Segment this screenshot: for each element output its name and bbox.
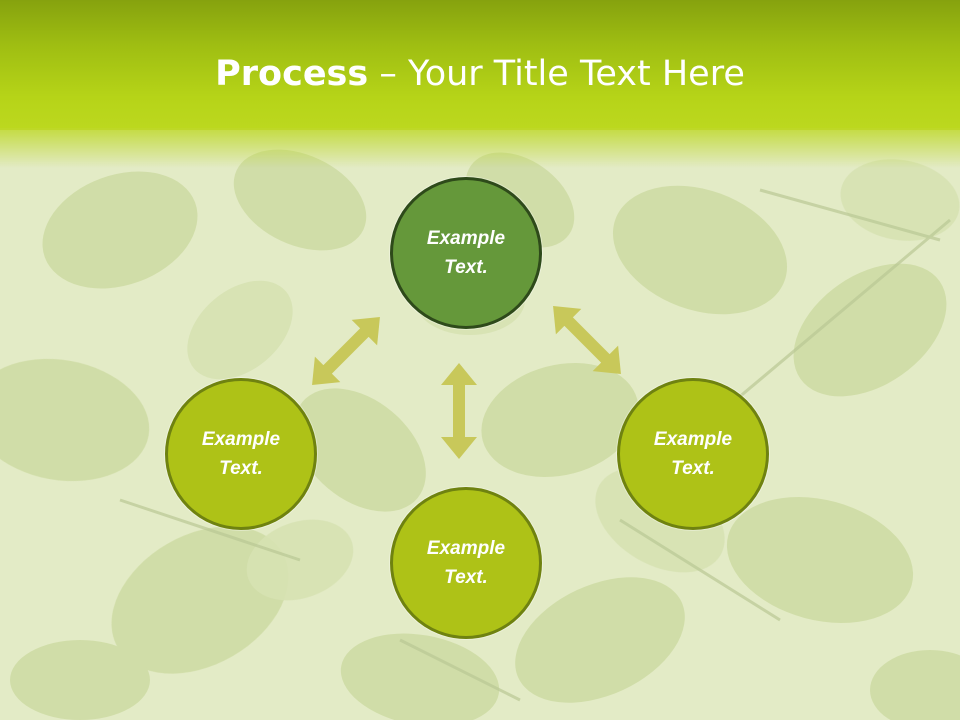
node-right-line2: Text. bbox=[671, 458, 715, 479]
node-top-line2: Text. bbox=[444, 257, 488, 278]
node-bottom-line1: Example bbox=[426, 538, 506, 559]
double-arrow-top-right bbox=[553, 306, 621, 374]
slide-title: Process – Your Title Text Here bbox=[0, 52, 960, 96]
double-arrow-left-top bbox=[312, 317, 380, 385]
node-right-line1: Example bbox=[653, 429, 733, 450]
node-left-line2: Text. bbox=[219, 458, 263, 479]
title-bold: Process bbox=[215, 54, 369, 94]
banner-fade bbox=[0, 128, 960, 168]
node-top-line1: Example bbox=[426, 228, 506, 249]
double-arrow-vertical bbox=[441, 363, 477, 459]
title-rest: – Your Title Text Here bbox=[368, 54, 745, 94]
node-left-line1: Example bbox=[201, 429, 281, 450]
title-banner bbox=[0, 0, 960, 130]
node-bottom-line2: Text. bbox=[444, 567, 488, 588]
